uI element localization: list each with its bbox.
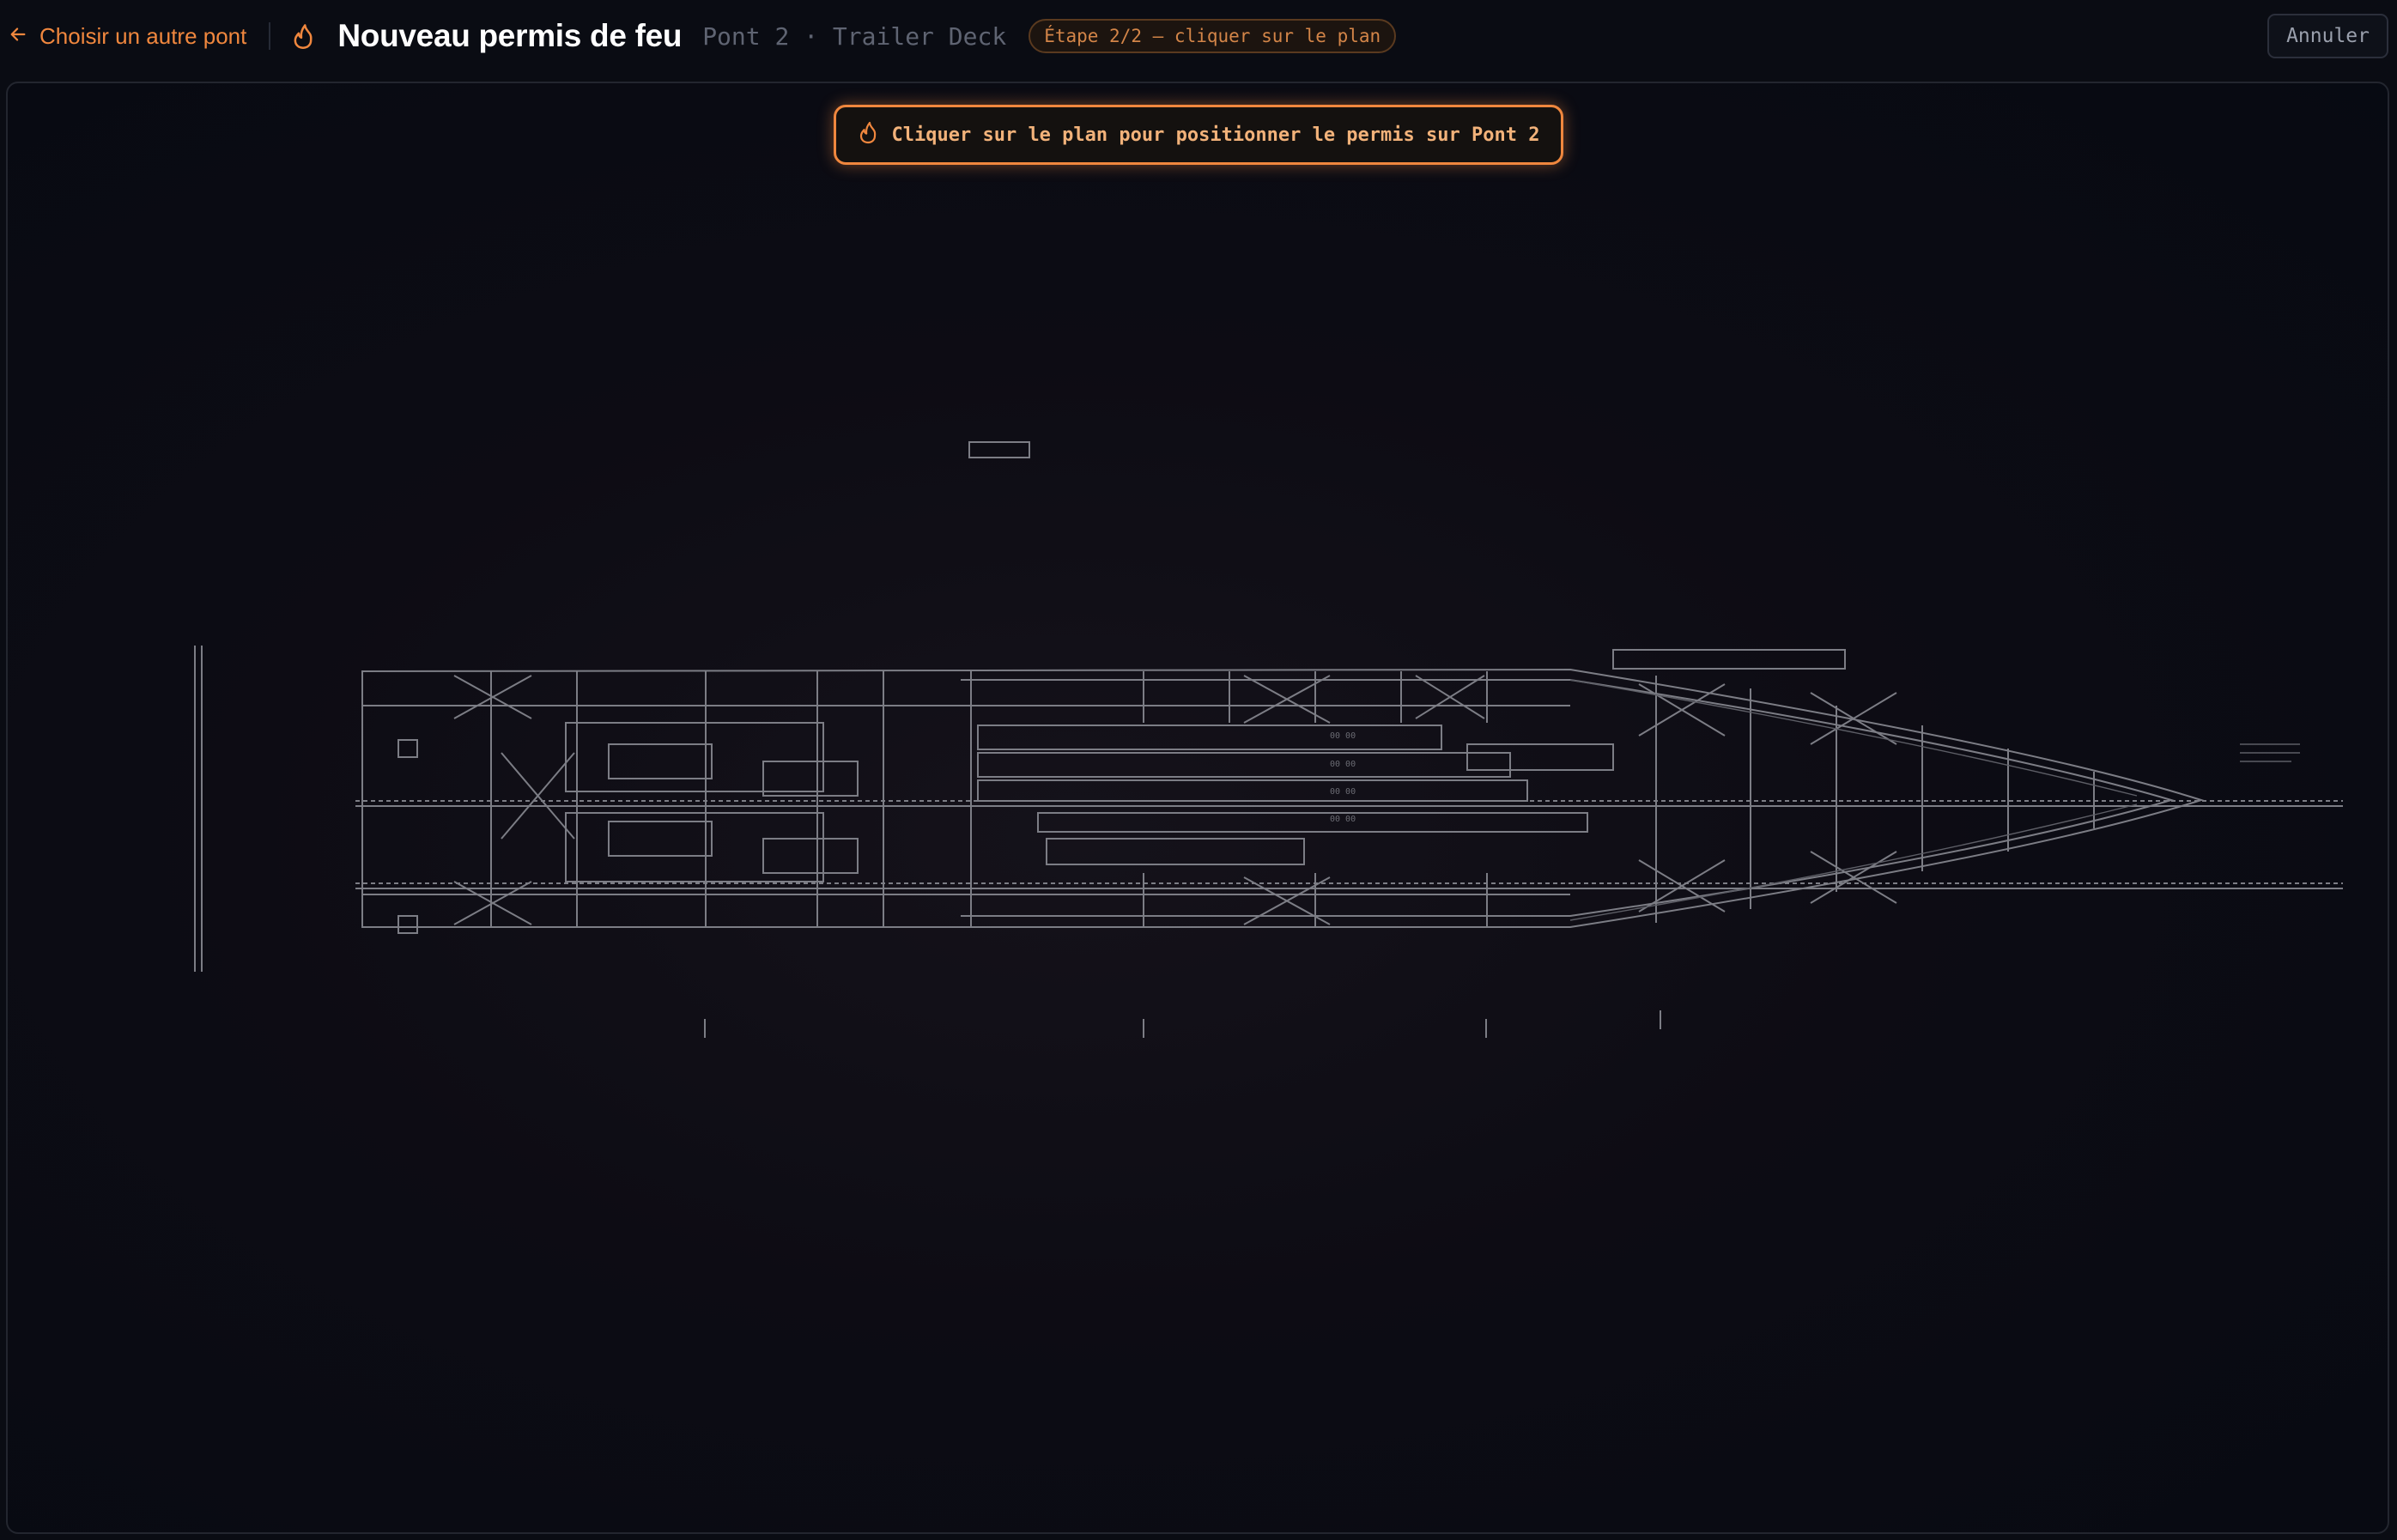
- deck-subtitle: Pont 2 · Trailer Deck: [702, 21, 1007, 51]
- top-bar: Choisir un autre pont Nouveau permis de …: [0, 0, 2397, 72]
- svg-text:00 00: 00 00: [1330, 760, 1356, 769]
- divider: [269, 22, 271, 50]
- svg-text:00 00: 00 00: [1330, 731, 1356, 741]
- flame-icon: [291, 22, 315, 50]
- svg-text:00 00: 00 00: [1330, 787, 1356, 797]
- back-button[interactable]: Choisir un autre pont: [9, 23, 246, 50]
- deck-plan-canvas[interactable]: 00 00 00 00 00 00 00 00 Cliquer sur le p…: [6, 82, 2389, 1534]
- flame-icon: [858, 120, 878, 149]
- cancel-button[interactable]: Annuler: [2267, 14, 2388, 58]
- svg-text:00 00: 00 00: [1330, 815, 1356, 824]
- back-button-label: Choisir un autre pont: [39, 22, 247, 49]
- placement-hint-banner: Cliquer sur le plan pour positionner le …: [834, 105, 1563, 165]
- deck-plan-drawing[interactable]: 00 00 00 00 00 00 00 00: [8, 83, 2389, 1534]
- arrow-left-icon: [9, 23, 27, 50]
- page-title: Nouveau permis de feu: [337, 18, 683, 53]
- placement-hint-text: Cliquer sur le plan pour positionner le …: [891, 124, 1540, 146]
- step-badge: Étape 2/2 — cliquer sur le plan: [1029, 19, 1397, 53]
